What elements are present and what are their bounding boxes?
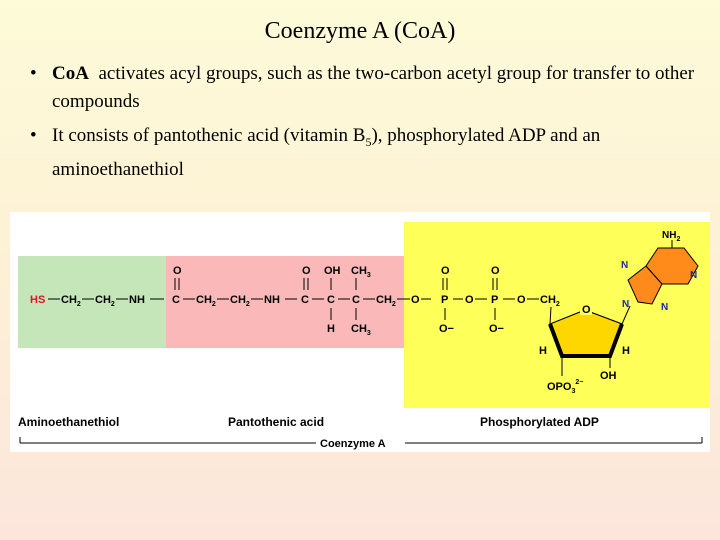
hs-group: HS — [30, 294, 45, 306]
bullet-composition: • It consists of pantothenic acid (vitam… — [28, 122, 698, 184]
coa-description: activates acyl groups, such as the two-c… — [52, 63, 699, 112]
ribose-phosphate: OPO32− — [547, 379, 583, 395]
amino-group: NH2 — [662, 230, 680, 243]
methyl-group-top: CH3 — [351, 265, 371, 279]
bond — [558, 347, 563, 357]
ribose-hydroxyl: OH — [600, 370, 617, 382]
adenine-nitrogen: N — [690, 270, 697, 281]
vitamin-subscript: 5 — [365, 134, 372, 149]
coa-structure-figure: HS CH2 CH2 NH O C CH2 CH2 NH O C OH C H — [10, 212, 710, 452]
bullet-icon: • — [30, 63, 37, 84]
ring-oxygen-bg — [580, 302, 592, 315]
composition-text-post: ), phosphorylated ADP and an aminoethane… — [52, 125, 601, 180]
carbonyl-oxygen: O — [302, 265, 311, 277]
carbonyl-carbon: C — [172, 294, 180, 306]
ribose-hydrogen-left: H — [539, 345, 547, 357]
coa-structure-svg: HS CH2 CH2 NH O C CH2 CH2 NH O C OH C H — [18, 222, 710, 450]
adenine-pyrimidine-ring — [645, 247, 699, 285]
phosphorus-atom: P — [491, 294, 498, 306]
aminoethanethiol-region — [18, 256, 166, 348]
ribose-ring-bold-edge — [548, 323, 624, 358]
ch2-group: CH2 — [376, 294, 396, 308]
coenzyme-a-label: Coenzyme A — [320, 438, 386, 450]
bullet-icon: • — [30, 125, 37, 146]
bridging-oxygen: O — [465, 294, 474, 306]
composition-text-pre: It consists of pantothenic acid (vitamin… — [52, 125, 366, 146]
coa-term: CoA — [52, 63, 89, 84]
ring-oxygen: O — [582, 304, 591, 316]
bridging-oxygen: O — [411, 294, 420, 306]
hydrogen: H — [327, 323, 335, 335]
methyl-group-bottom: CH3 — [351, 323, 371, 337]
phosphorylated-adp-label: Phosphorylated ADP — [480, 415, 599, 429]
phosphate-anion: O− — [439, 323, 454, 335]
ch2-group: CH2 — [540, 294, 560, 308]
phosphate-anion: O− — [489, 323, 504, 335]
slide-title: Coenzyme A (CoA) — [264, 18, 456, 44]
pantothenic-acid-label: Pantothenic acid — [228, 415, 324, 429]
nh-group: NH — [264, 294, 280, 306]
carbonyl-carbon: C — [301, 294, 309, 306]
bridging-oxygen: O — [517, 294, 526, 306]
adenine-nitrogen: N — [622, 299, 629, 310]
ch2-group: CH2 — [230, 294, 250, 308]
quaternary-carbon: C — [352, 294, 360, 306]
glycosidic-bond — [621, 305, 631, 325]
chiral-carbon: C — [327, 294, 335, 306]
pantothenic-region — [166, 256, 404, 348]
ribose-hydrogen-right: H — [622, 345, 630, 357]
bullet-list: • CoA activates acyl groups, such as the… — [28, 60, 698, 190]
bond — [549, 306, 552, 325]
ch2-group: CH2 — [95, 294, 115, 308]
hydroxyl-group: OH — [324, 265, 341, 277]
phosphorus-atom: P — [441, 294, 448, 306]
bullet-coa: • CoA activates acyl groups, such as the… — [28, 60, 698, 116]
nh-group: NH — [129, 294, 145, 306]
aminoethanethiol-label: Aminoethanethiol — [18, 415, 119, 429]
carbonyl-oxygen: O — [173, 265, 182, 277]
adenine-nitrogen: N — [621, 260, 628, 271]
phosphoryl-oxygen: O — [441, 265, 450, 277]
adenine-nitrogen: N — [661, 302, 668, 313]
phosphoryl-oxygen: O — [491, 265, 500, 277]
ch2-group: CH2 — [196, 294, 216, 308]
ch2-group: CH2 — [61, 294, 81, 308]
